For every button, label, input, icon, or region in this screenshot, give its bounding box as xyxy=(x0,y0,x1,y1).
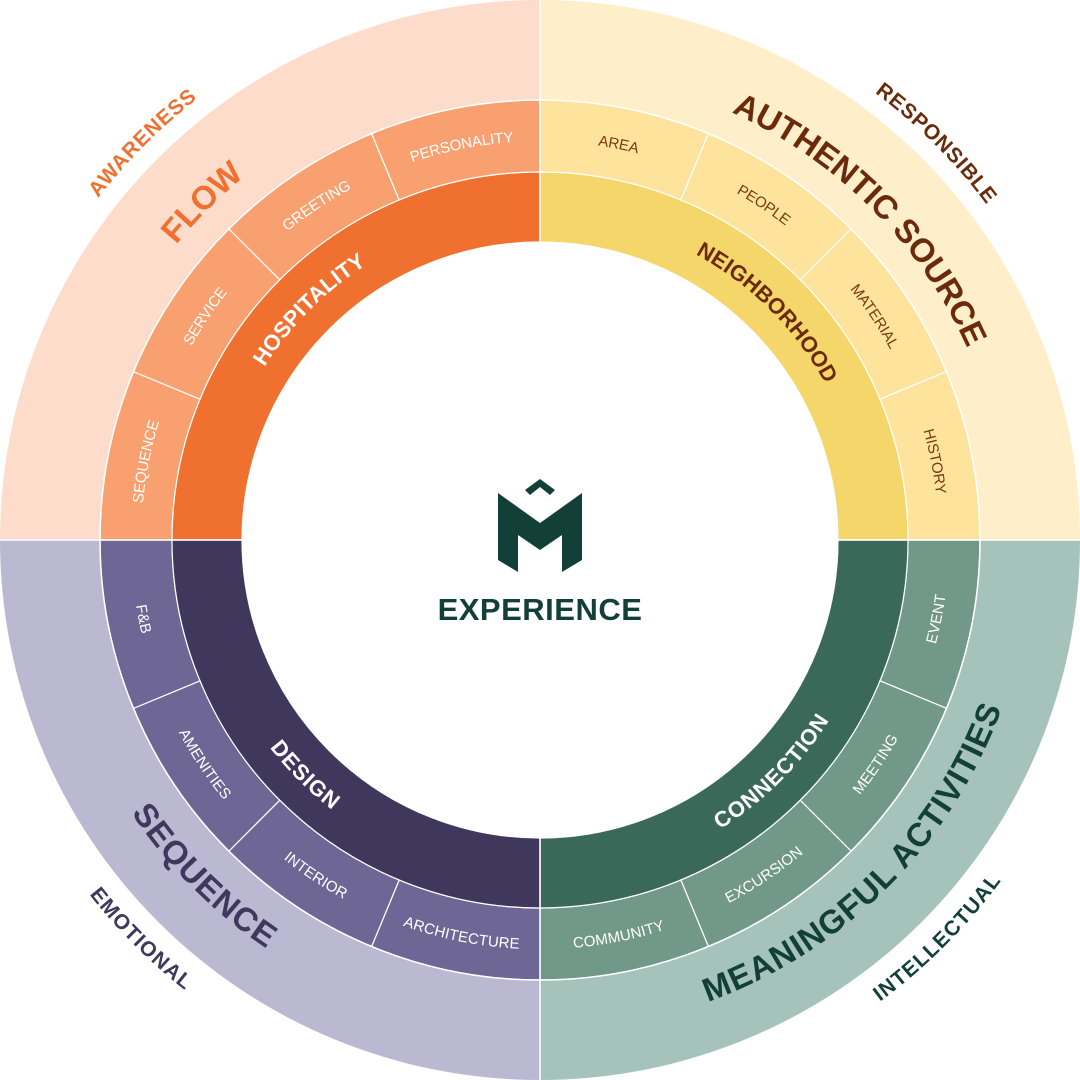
logo-caret-icon xyxy=(525,479,555,495)
awareness-outer-band xyxy=(0,0,540,540)
band-divider xyxy=(99,539,541,981)
center-title: EXPERIENCE xyxy=(438,592,643,627)
center-logo: EXPERIENCE xyxy=(438,479,643,627)
band-divider xyxy=(539,539,981,981)
intellectual-outer-band xyxy=(540,540,1080,1080)
logo-m-icon xyxy=(498,493,582,572)
band-divider xyxy=(99,99,541,541)
band-divider xyxy=(539,99,981,541)
emotional-outer-band xyxy=(0,540,540,1080)
responsible-outer-band xyxy=(540,0,1080,540)
segment-label: F&B xyxy=(132,603,154,635)
